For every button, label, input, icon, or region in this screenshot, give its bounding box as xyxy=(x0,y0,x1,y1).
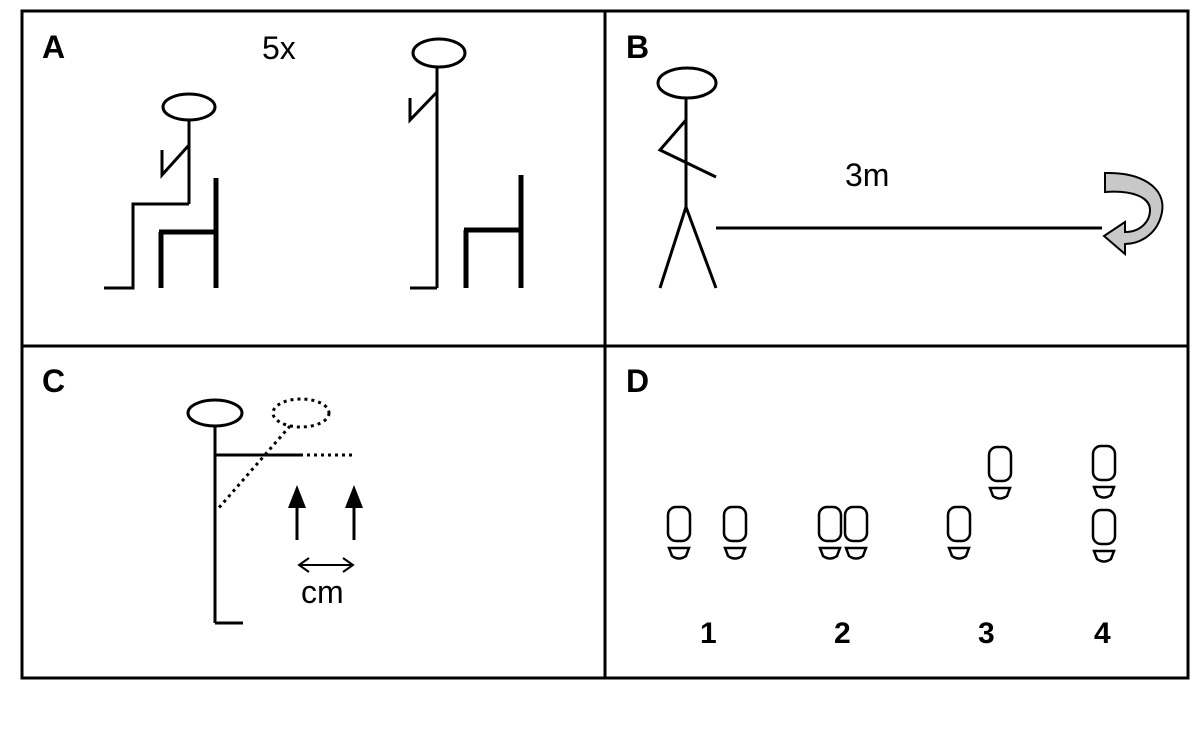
panel-grid xyxy=(20,9,1190,680)
panel-c-unit-label: cm xyxy=(301,574,344,610)
walker-right-leg xyxy=(684,206,718,289)
seated-figure xyxy=(104,92,217,290)
stance-label-3: 3 xyxy=(978,617,995,650)
seated-arm xyxy=(160,143,191,179)
panel-c: C cm xyxy=(42,363,363,625)
panel-b-letter: B xyxy=(626,29,649,65)
stance-1-feet-apart xyxy=(666,505,748,560)
reach-markers xyxy=(288,485,363,540)
chair-a-seated xyxy=(158,178,219,288)
standing-head xyxy=(411,37,467,69)
walker-arm xyxy=(657,119,717,179)
leaning-head xyxy=(271,397,331,429)
stance-4-tandem xyxy=(1091,444,1117,563)
double-arrow-left-head xyxy=(297,557,310,573)
upright-figure xyxy=(186,398,300,625)
turn-arrow-shape xyxy=(1102,171,1164,257)
chair-a-standing xyxy=(463,175,524,288)
leaning-torso xyxy=(215,425,292,511)
panel-a-repetition-label: 5x xyxy=(262,30,296,66)
foot-icon xyxy=(1091,508,1117,563)
panel-a: A 5x xyxy=(42,29,524,290)
foot-icon xyxy=(946,505,972,560)
foot-icon xyxy=(1091,444,1117,499)
seated-head xyxy=(161,92,217,122)
panel-b-distance-label: 3m xyxy=(845,157,889,193)
walker-left-leg xyxy=(658,206,688,289)
stance-label-2: 2 xyxy=(834,617,851,650)
double-arrow-right-head xyxy=(342,557,355,573)
panel-c-letter: C xyxy=(42,363,65,399)
walker-head xyxy=(656,66,718,100)
standing-arm xyxy=(408,90,439,124)
foot-icon xyxy=(817,505,843,560)
panel-d: D 1 2 3 4 xyxy=(626,363,1117,650)
start-arrow-icon xyxy=(288,485,306,508)
stance-2-feet-together xyxy=(817,505,869,560)
walking-figure xyxy=(656,66,718,289)
stance-3-semi-tandem xyxy=(946,445,1013,560)
foot-icon xyxy=(722,505,748,560)
panel-d-letter: D xyxy=(626,363,649,399)
panel-a-letter: A xyxy=(42,29,65,65)
standing-figure xyxy=(408,37,467,290)
upright-head xyxy=(186,398,244,428)
foot-icon xyxy=(843,505,869,560)
stance-label-1: 1 xyxy=(700,617,717,650)
foot-icon xyxy=(987,445,1013,500)
foot-icon xyxy=(666,505,692,560)
panel-b: B 3m xyxy=(626,29,1164,289)
stance-label-4: 4 xyxy=(1094,617,1111,650)
end-arrow-icon xyxy=(345,485,363,508)
leaning-figure-outline xyxy=(215,397,356,511)
seated-legs xyxy=(104,202,189,290)
turn-arrow-icon xyxy=(1102,171,1164,257)
double-arrow-icon xyxy=(297,557,355,573)
